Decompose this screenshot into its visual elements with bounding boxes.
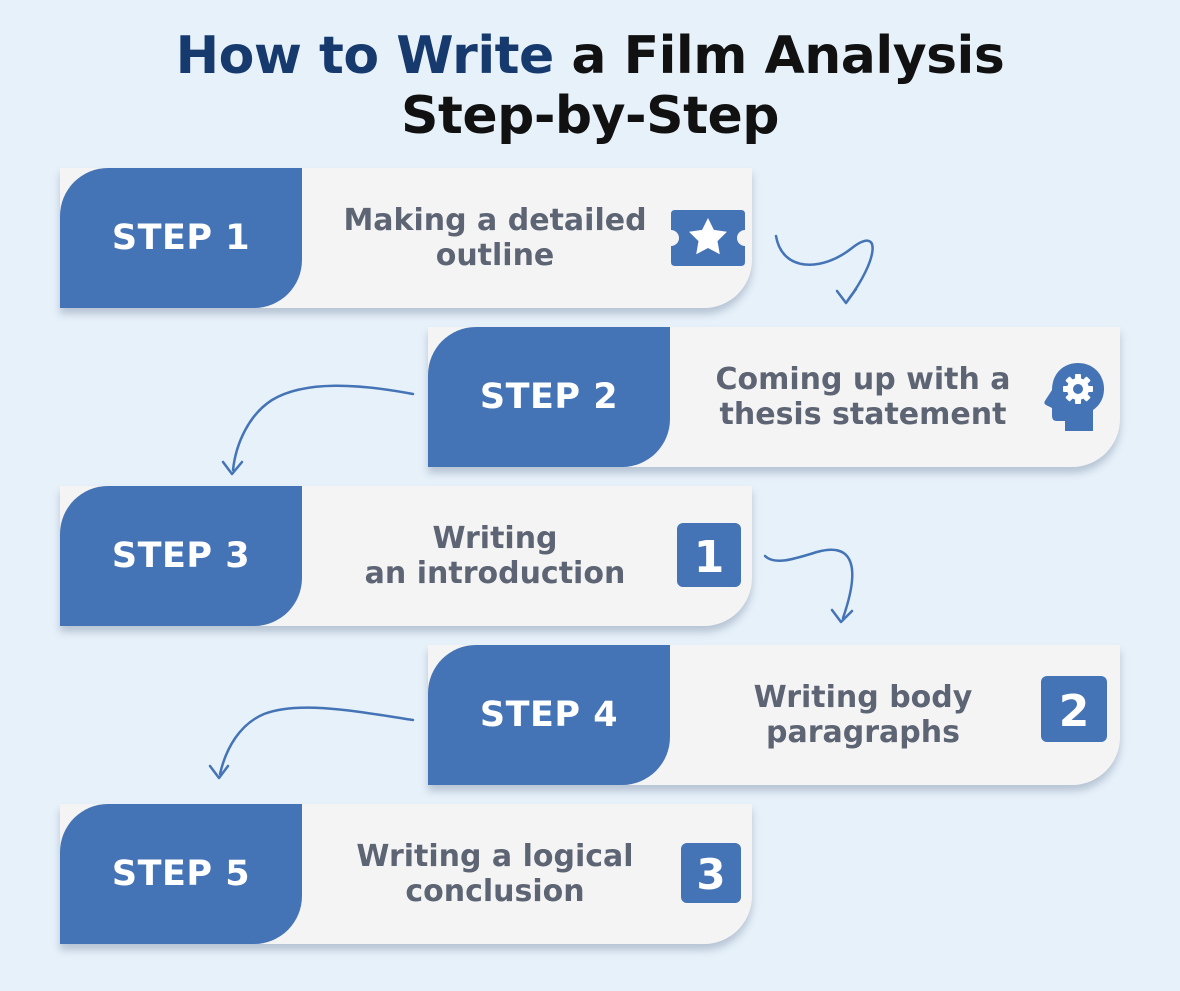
arrow-step-2-to-3	[221, 384, 415, 476]
step-card-5: STEP 5 Writing a logical conclusion 3	[60, 804, 752, 944]
step-card-4: STEP 4 Writing body paragraphs 2	[428, 645, 1120, 785]
step-badge-5: STEP 5	[60, 804, 302, 944]
step-card-3: STEP 3 Writing an introduction 1	[60, 486, 752, 626]
step-card-2: STEP 2 Coming up with a thesis statement	[428, 327, 1120, 467]
arrow-step-4-to-5	[208, 706, 415, 780]
step-text-3: Writing an introduction	[364, 521, 626, 591]
step-badge-2: STEP 2	[428, 327, 670, 467]
head-gear-icon	[1044, 363, 1104, 431]
step-card-1: STEP 1 Making a detailed outline	[60, 168, 752, 308]
svg-text:2: 2	[1059, 686, 1090, 737]
svg-text:3: 3	[696, 850, 725, 899]
title-accent: How to Write	[175, 26, 555, 86]
step-text-4: Writing body paragraphs	[753, 680, 973, 750]
number-2-icon: 2	[1041, 676, 1107, 742]
arrow-step-3-to-4	[763, 548, 854, 624]
step-text-5: Writing a logical conclusion	[356, 839, 634, 909]
page-title: How to Write a Film Analysis Step-by-Ste…	[0, 26, 1180, 146]
step-badge-1: STEP 1	[60, 168, 302, 308]
title-line-2: Step-by-Step	[401, 86, 779, 146]
title-rest: a Film Analysis	[553, 26, 1005, 86]
step-badge-4: STEP 4	[428, 645, 670, 785]
step-text-1: Making a detailed outline	[343, 203, 647, 273]
svg-text:1: 1	[694, 532, 725, 583]
step-badge-3: STEP 3	[60, 486, 302, 626]
number-1-icon: 1	[677, 523, 741, 587]
arrow-step-1-to-2	[774, 234, 874, 305]
ticket-star-icon	[671, 210, 745, 266]
number-3-icon: 3	[681, 843, 741, 903]
step-text-2: Coming up with a thesis statement	[715, 362, 1011, 432]
